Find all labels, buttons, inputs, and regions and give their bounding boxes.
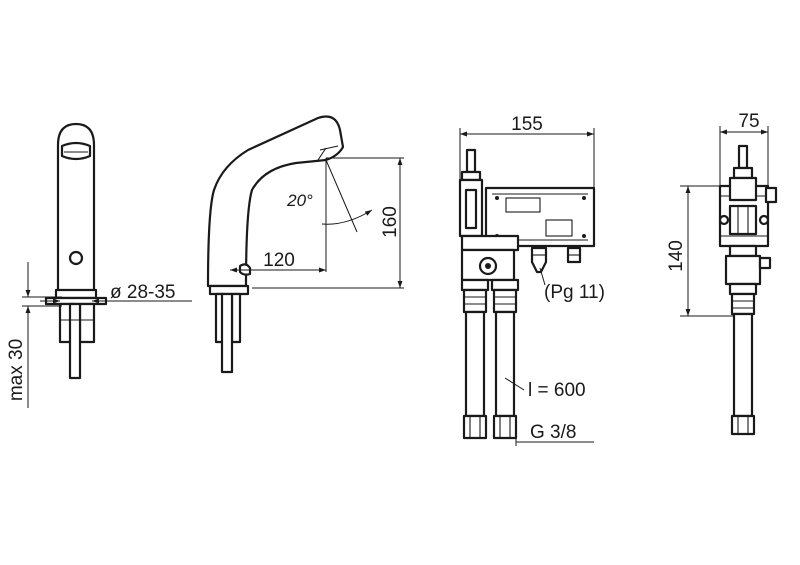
- spout-side-view: [206, 115, 345, 374]
- dimension-height: 160: [252, 157, 404, 289]
- control-box-side-view: [718, 144, 778, 436]
- dimension-diameter: ø 28-35: [40, 282, 192, 304]
- box-width-label: 155: [511, 114, 543, 135]
- angle-label: 20°: [286, 191, 313, 210]
- cable-gland-label: (Pg 11): [544, 282, 605, 303]
- dimension-angle: 20°: [286, 159, 373, 233]
- dimension-side-width: 75: [719, 111, 769, 186]
- spout-front-view: [44, 122, 108, 380]
- dimension-reach: 120: [230, 158, 327, 273]
- side-supply-hose: [732, 312, 754, 418]
- dimension-side-height: 140: [666, 185, 734, 317]
- dimension-max-height: max 30: [6, 262, 62, 408]
- cable-gland: [530, 246, 548, 274]
- thread-label: G 3/8: [530, 422, 576, 443]
- hose-length-label: l = 600: [528, 380, 586, 401]
- supply-hose-right: [494, 310, 516, 418]
- callout-cable-gland: (Pg 11): [539, 267, 605, 303]
- callout-hose-length: l = 600: [504, 377, 586, 401]
- reach-label: 120: [263, 250, 295, 271]
- sensor-eye: [68, 250, 84, 266]
- control-box-front-view: [458, 148, 596, 440]
- side-height-label: 140: [666, 240, 687, 272]
- callout-thread: G 3/8: [515, 422, 594, 446]
- dimension-box-width: 155: [459, 114, 595, 188]
- height-label: 160: [380, 206, 401, 238]
- side-width-label: 75: [738, 111, 759, 132]
- diameter-label: ø 28-35: [110, 282, 175, 303]
- supply-hose-left: [464, 310, 486, 418]
- max-height-label: max 30: [6, 339, 27, 401]
